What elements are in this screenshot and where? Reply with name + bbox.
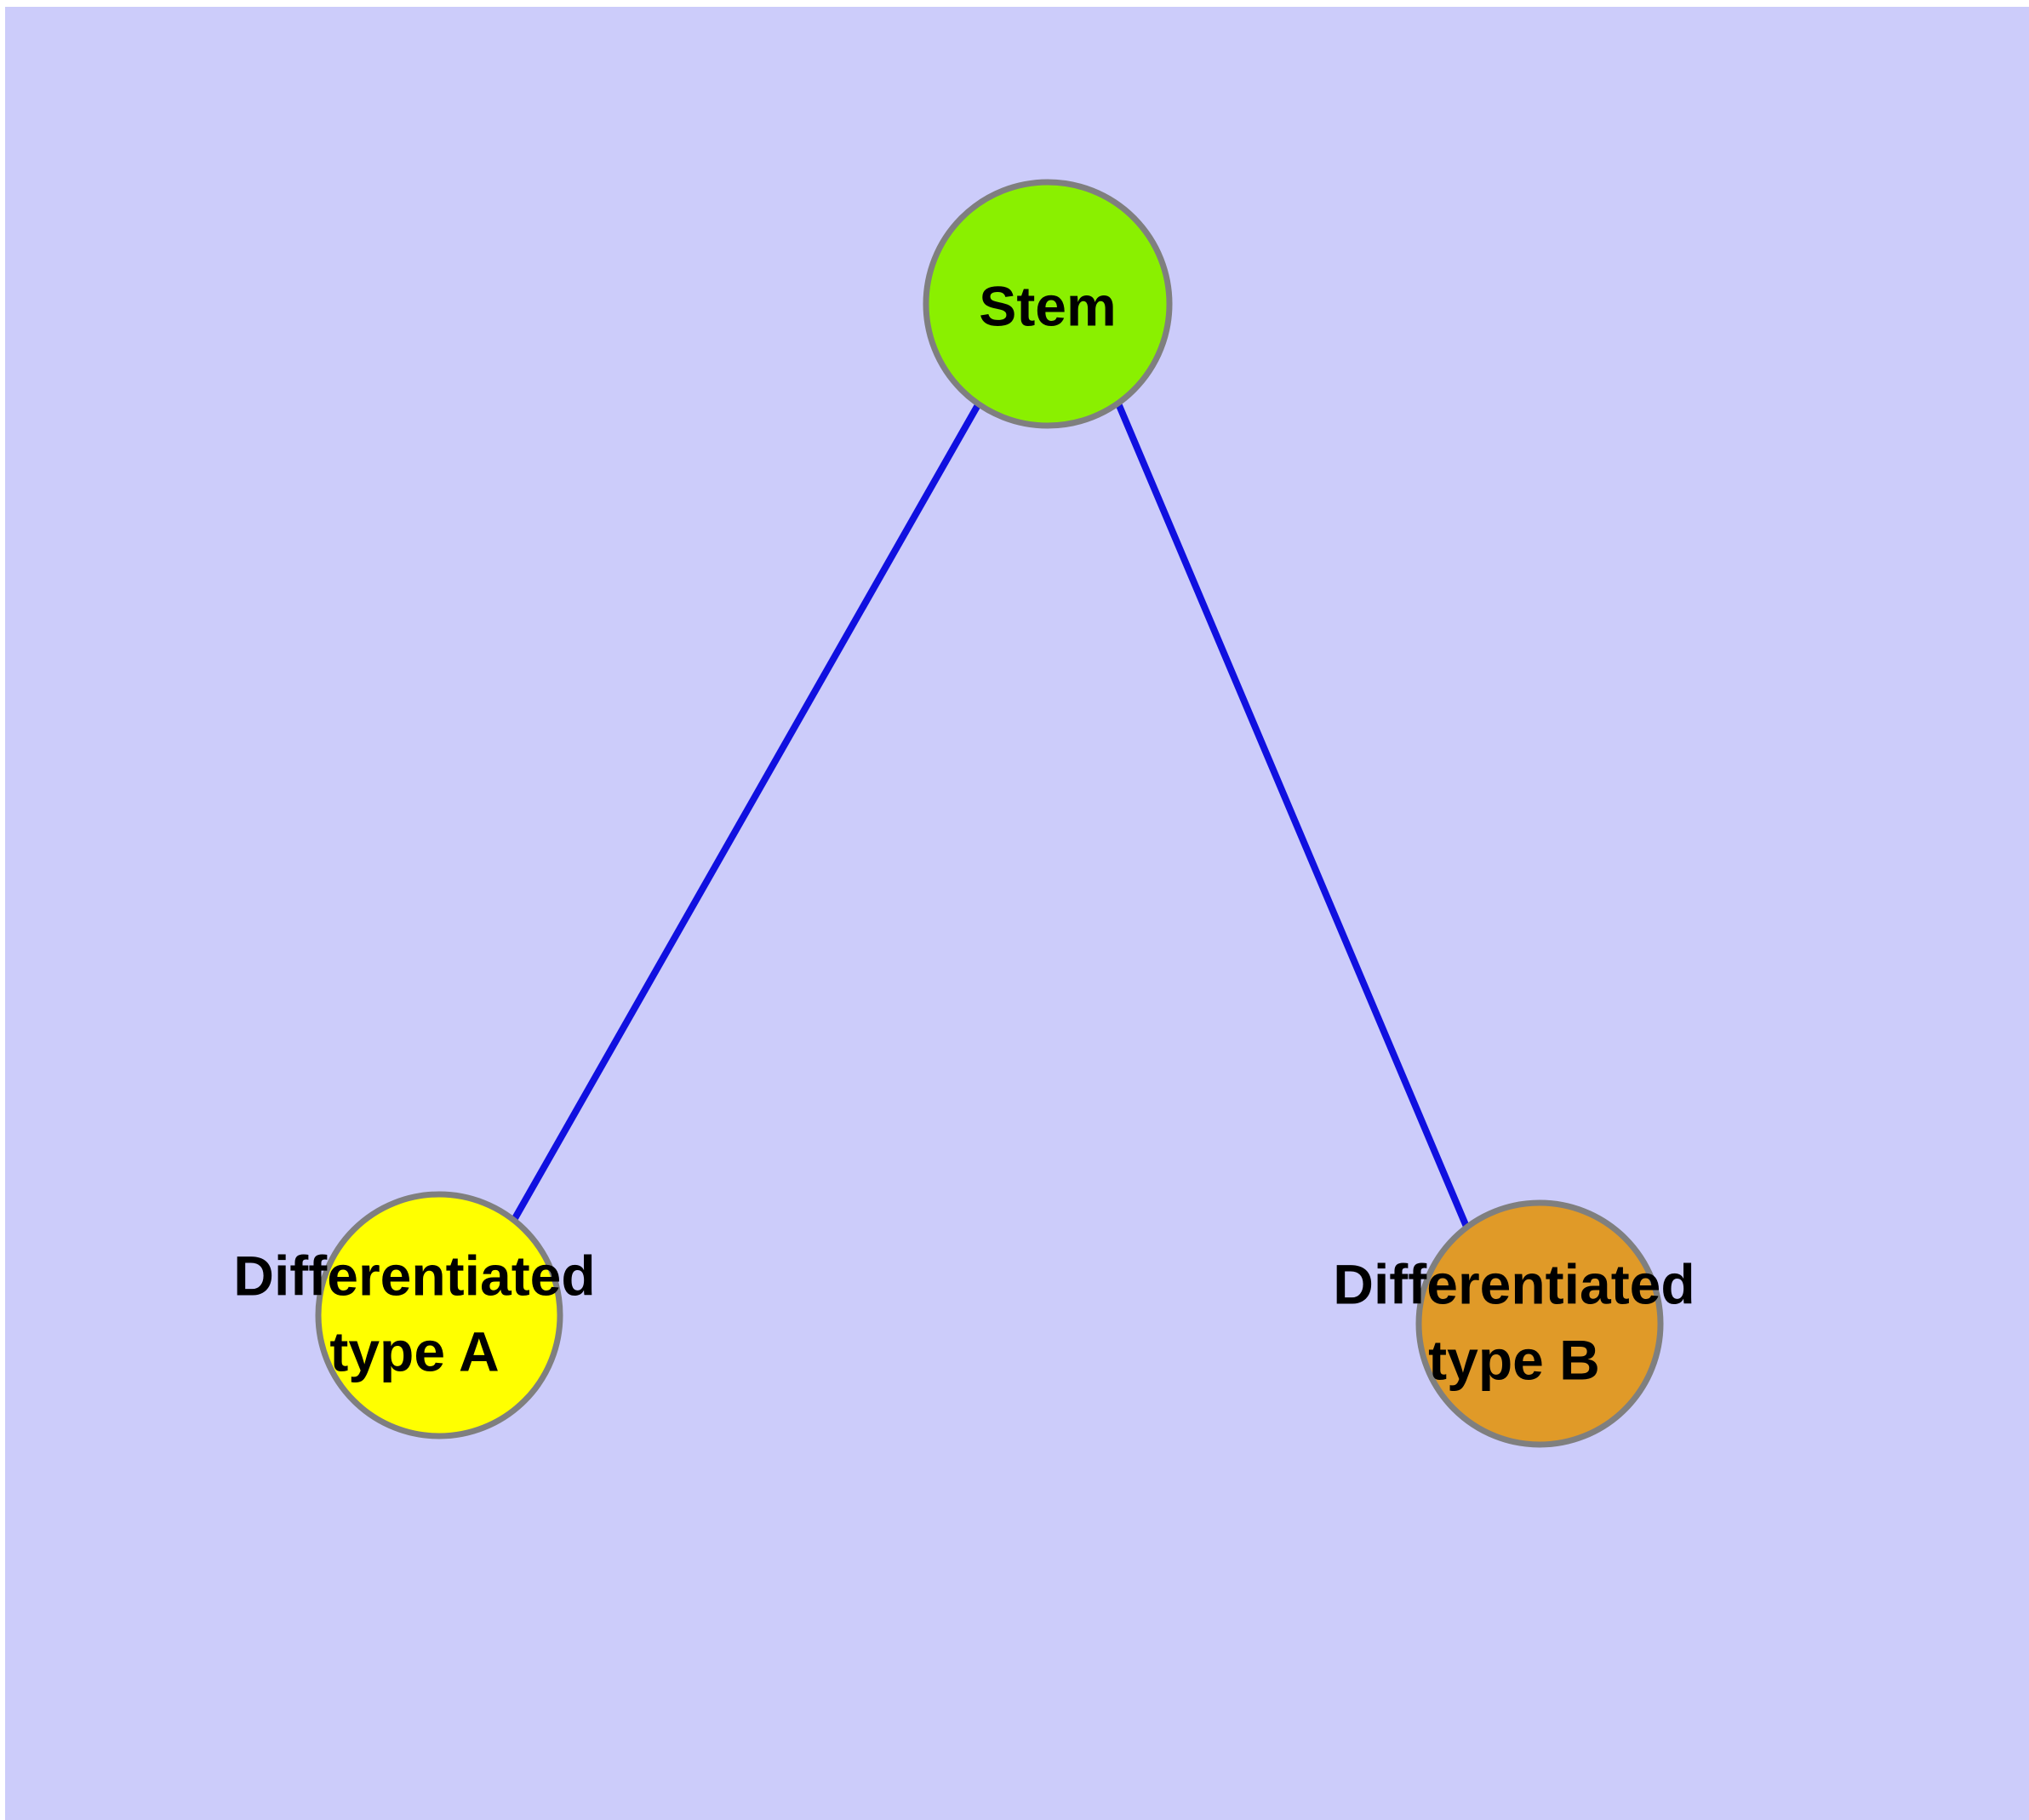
- node-differentiated-a-label-line2: type A: [329, 1319, 499, 1382]
- node-differentiated-a-label-line1: Differentiated: [233, 1244, 595, 1307]
- node-stem-label: Stem: [979, 274, 1116, 337]
- edge-stem-to-differentiated-b: [1115, 402, 1470, 1228]
- graph-svg: Stem Differentiated type A Differentiate…: [233, 179, 1695, 1448]
- node-differentiated-b-label-line1: Differentiated: [1333, 1252, 1695, 1315]
- node-stem-circle[interactable]: [923, 179, 1173, 429]
- node-differentiated-b-label-line2: type B: [1428, 1328, 1600, 1391]
- edge-stem-to-differentiated-a: [511, 402, 982, 1222]
- diagram-plot-area: Stem Differentiated type A Differentiate…: [5, 7, 2029, 1820]
- node-differentiated-b[interactable]: Differentiated type B: [1333, 1199, 1695, 1448]
- node-differentiated-a-circle[interactable]: [315, 1191, 563, 1439]
- edge-group: [511, 402, 1470, 1228]
- node-differentiated-b-circle[interactable]: [1415, 1199, 1664, 1448]
- node-stem[interactable]: Stem: [923, 179, 1173, 429]
- node-differentiated-a[interactable]: Differentiated type A: [233, 1191, 596, 1439]
